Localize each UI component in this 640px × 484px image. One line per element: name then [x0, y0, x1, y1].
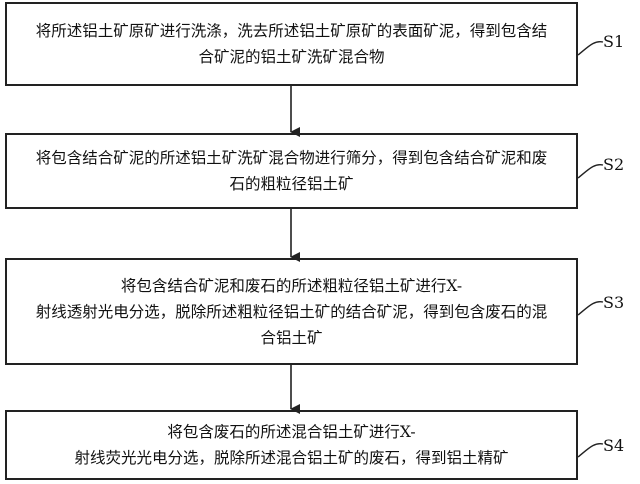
step-box-s4: 将包含废石的所述混合铝土矿进行X- 射线荧光光电分选，脱除所述混合铝土矿的废石，…: [5, 410, 578, 480]
step-label-s2: S2: [603, 155, 625, 174]
step-text-s3: 将包含结合矿泥和废石的所述粗粒径铝土矿进行X- 射线透射光电分选，脱除所述粗粒径…: [35, 276, 548, 347]
step-box-s1: 将所述铝土矿原矿进行洗涤，洗去所述铝土矿原矿的表面矿泥，得到包含结 合矿泥的铝土…: [5, 2, 578, 86]
step-label-s1: S1: [603, 32, 625, 51]
step-text-s2: 将包含结合矿泥的所述铝土矿洗矿混合物进行筛分，得到包含结合矿泥和废 石的粗粒径铝…: [35, 149, 548, 193]
step-label-s3: S3: [603, 293, 625, 312]
step-box-s2: 将包含结合矿泥的所述铝土矿洗矿混合物进行筛分，得到包含结合矿泥和废 石的粗粒径铝…: [5, 133, 578, 209]
leader-line-s4: [577, 442, 604, 458]
leader-line-s2: [577, 163, 604, 179]
leader-line-s1: [577, 40, 604, 56]
step-box-s3: 将包含结合矿泥和废石的所述粗粒径铝土矿进行X- 射线透射光电分选，脱除所述粗粒径…: [5, 258, 578, 365]
step-text-s4: 将包含废石的所述混合铝土矿进行X- 射线荧光光电分选，脱除所述混合铝土矿的废石，…: [74, 423, 509, 467]
step-text-s1: 将所述铝土矿原矿进行洗涤，洗去所述铝土矿原矿的表面矿泥，得到包含结 合矿泥的铝土…: [35, 22, 548, 66]
step-label-s4: S4: [603, 436, 625, 455]
leader-line-s3: [577, 300, 604, 316]
